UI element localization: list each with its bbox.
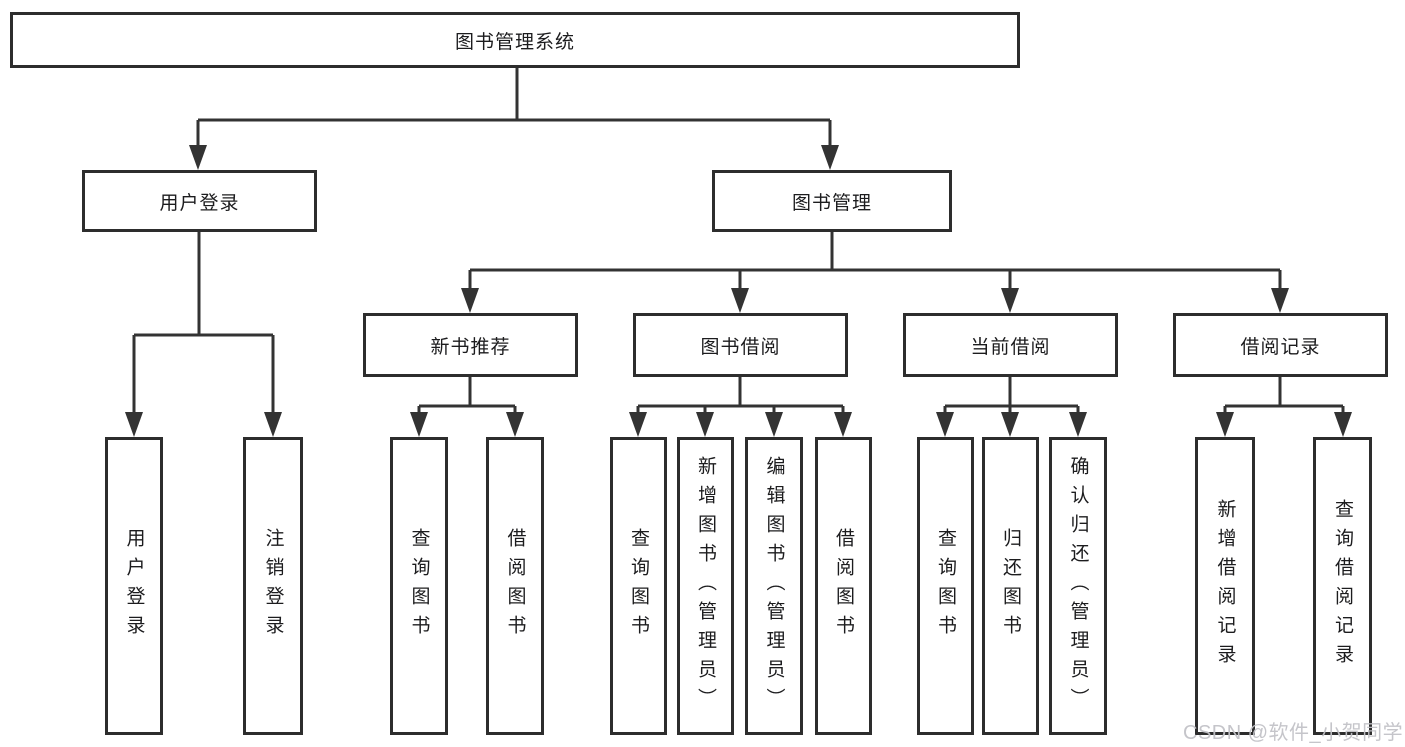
leaf-records-query-record: 查询借阅记录 [1313, 437, 1372, 735]
arrowheads [125, 145, 1352, 437]
leaf-recommend-query-books: 查询图书 [390, 437, 448, 735]
node-book-management: 图书管理 [712, 170, 952, 232]
leaf-recommend-borrow-books: 借阅图书 [486, 437, 544, 735]
node-new-book-recommend: 新书推荐 [363, 313, 578, 377]
node-user-login: 用户登录 [82, 170, 317, 232]
leaf-logout: 注销登录 [243, 437, 303, 735]
leaf-borrow-borrow-books: 借阅图书 [815, 437, 872, 735]
node-book-borrow: 图书借阅 [633, 313, 848, 377]
node-root-library-system: 图书管理系统 [10, 12, 1020, 68]
leaf-borrow-edit-books-admin: 编辑图书（管理员） [745, 437, 803, 735]
leaf-borrow-query-books: 查询图书 [610, 437, 667, 735]
csdn-watermark: CSDN @软件_小贺同学 [1183, 722, 1404, 744]
leaf-current-query-books: 查询图书 [917, 437, 974, 735]
leaf-current-confirm-return-admin: 确认归还（管理员） [1049, 437, 1107, 735]
leaf-borrow-add-books-admin: 新增图书（管理员） [677, 437, 734, 735]
leaf-user-login: 用户登录 [105, 437, 163, 735]
leaf-records-add-record: 新增借阅记录 [1195, 437, 1255, 735]
node-borrow-records: 借阅记录 [1173, 313, 1388, 377]
leaf-current-return-books: 归还图书 [982, 437, 1039, 735]
node-current-borrow: 当前借阅 [903, 313, 1118, 377]
